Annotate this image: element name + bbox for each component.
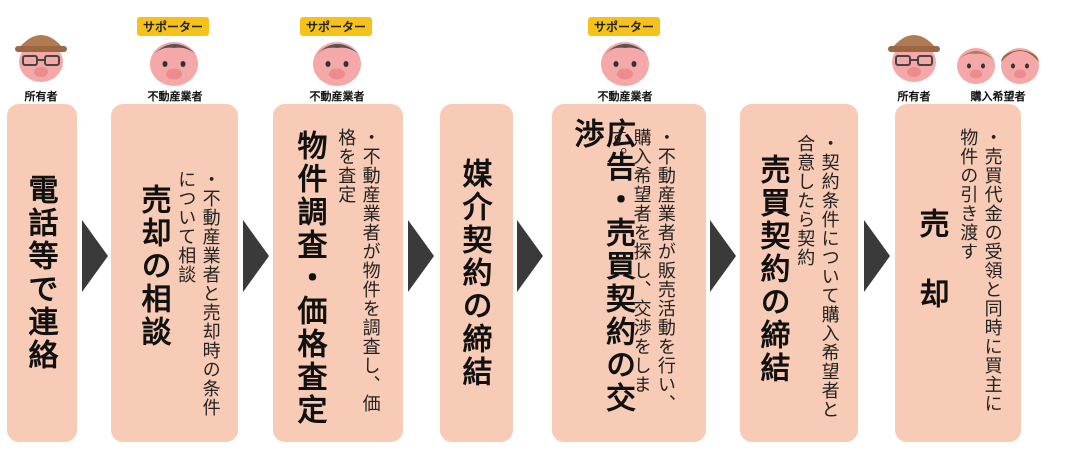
buyer-avatar-icon: [957, 48, 1039, 84]
step-5-title: 広告・売買契約の交渉: [568, 118, 636, 415]
step-6-description: ・契約条件について購入希望者と合意したら契約: [794, 134, 840, 419]
step-2-title: 売却の相談: [135, 184, 171, 349]
flow-arrow-icon: [517, 220, 543, 292]
role-label-owner: 所有者: [24, 90, 58, 103]
role-label-owner: 所有者: [897, 90, 931, 103]
step-5-box: 広告・売買契約の交渉 ・不動産業者が販売活動を行い、購入希望者を探し、交渉をしま…: [552, 104, 706, 442]
step-2-description: ・不動産業者と売却時の条件について相談: [175, 170, 221, 417]
step-7-box: 売却 ・売買代金の受領と同時に買主に物件の引き渡す: [895, 104, 1021, 442]
supporter-badge: サポーター: [137, 17, 210, 36]
step-4-box: 媒介契約の締結: [440, 104, 513, 442]
supporter-badge: サポーター: [300, 17, 373, 36]
step-1-box: 電話等で連絡: [7, 104, 77, 442]
flow-arrow-icon: [408, 220, 434, 292]
step-3-box: 物件調査・価格査定 ・不動産業者が物件を調査し、価格を査定: [273, 104, 403, 442]
agent-avatar-icon: [313, 42, 361, 86]
step-7-title: 売却: [913, 208, 949, 348]
step-5-description: ・不動産業者が販売活動を行い、購入希望者を探し、交渉をします。: [606, 128, 676, 413]
step-1-title: 電話等で連絡: [22, 174, 58, 372]
step-6-title: 売買契約の締結: [754, 154, 790, 385]
role-label-agent: 不動産業者: [597, 90, 653, 103]
agent-avatar-icon: [601, 42, 649, 86]
flow-arrow-icon: [243, 220, 269, 292]
owner-avatar-icon: [888, 35, 940, 82]
step-4-title: 媒介契約の締結: [456, 158, 492, 389]
flow-arrow-icon: [710, 220, 736, 292]
role-label-agent: 不動産業者: [147, 90, 203, 103]
role-label-agent: 不動産業者: [309, 90, 365, 103]
step-6-box: 売買契約の締結 ・契約条件について購入希望者と合意したら契約: [740, 104, 858, 442]
role-label-buyer: 購入希望者: [970, 90, 1026, 103]
supporter-badge: サポーター: [588, 17, 661, 36]
flow-arrow-icon: [864, 220, 890, 292]
agent-avatar-icon: [150, 42, 198, 86]
step-7-description: ・売買代金の受領と同時に買主に物件の引き渡す: [957, 128, 1003, 413]
step-3-description: ・不動産業者が物件を調査し、価格を査定: [335, 128, 381, 413]
owner-avatar-icon: [15, 35, 67, 82]
flow-arrow-icon: [82, 220, 108, 292]
step-3-title: 物件調査・価格査定: [291, 130, 327, 427]
step-2-box: 売却の相談 ・不動産業者と売却時の条件について相談: [111, 104, 238, 442]
